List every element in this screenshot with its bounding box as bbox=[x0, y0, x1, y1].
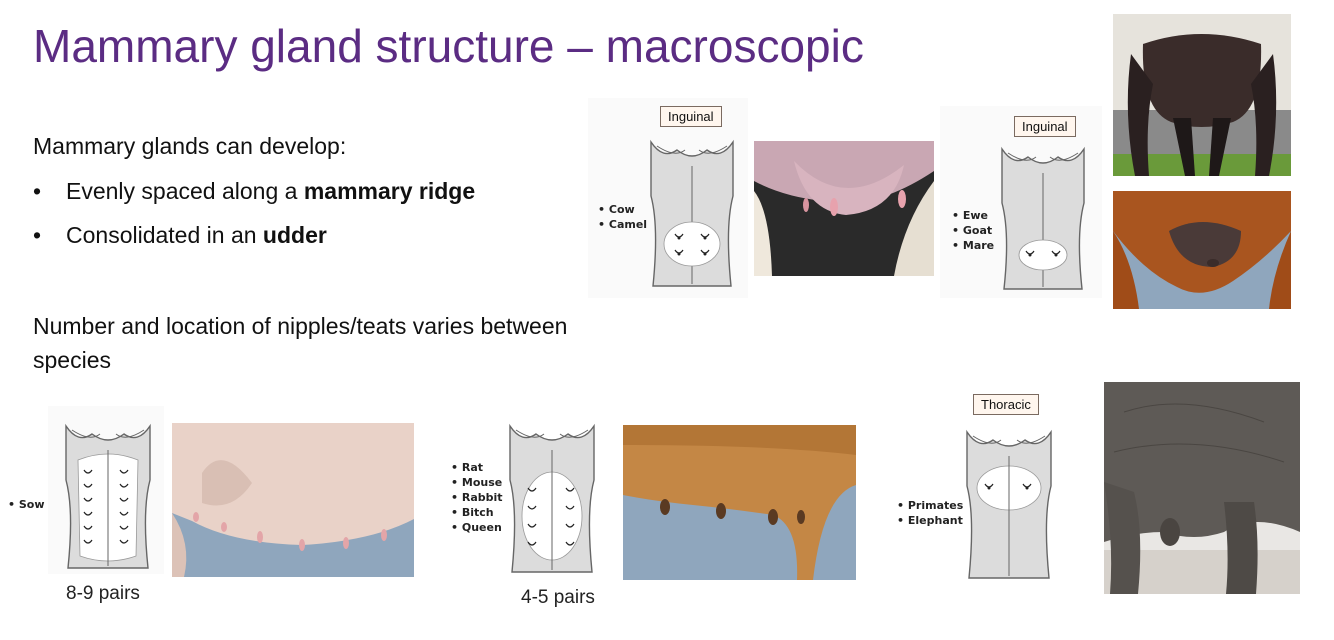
species-item: Primates bbox=[897, 498, 963, 513]
cow-camel-species-list: Cow Camel bbox=[598, 202, 647, 232]
sow-pairs-label: 8-9 pairs bbox=[66, 583, 140, 604]
sow-species-list: Sow bbox=[8, 497, 45, 512]
species-item: Camel bbox=[598, 217, 647, 232]
elephant-teat-photo bbox=[1104, 382, 1300, 594]
bullet-dot: • bbox=[33, 222, 42, 248]
ewe-goat-mare-species-list: Ewe Goat Mare bbox=[952, 208, 994, 253]
species-item: Rabbit bbox=[451, 490, 503, 505]
sow-teats-photo bbox=[172, 423, 414, 577]
slide-title: Mammary gland structure – macroscopic bbox=[33, 20, 864, 72]
bullet-dot: • bbox=[33, 178, 42, 204]
species-variation-text: Number and location of nipples/teats var… bbox=[33, 313, 568, 373]
species-item: Mouse bbox=[451, 475, 503, 490]
species-item: Sow bbox=[8, 497, 45, 512]
bullet-bold-text: udder bbox=[262, 222, 327, 248]
rat-group-pairs-label: 4-5 pairs bbox=[521, 587, 595, 608]
sheep-udder-photo bbox=[1113, 14, 1291, 176]
thoracic-label-box: Thoracic bbox=[973, 394, 1039, 415]
species-item: Cow bbox=[598, 202, 647, 217]
rat-group-species-list: Rat Mouse Rabbit Bitch Queen bbox=[451, 460, 503, 535]
bullet-udder: • Consolidated in an udder bbox=[33, 222, 327, 249]
bullet-text: Consolidated in an bbox=[66, 222, 263, 248]
inguinal-label-box: Inguinal bbox=[660, 106, 722, 127]
species-item: Elephant bbox=[897, 513, 963, 528]
bullet-text: Evenly spaced along a bbox=[66, 178, 304, 204]
cow-udder-photo bbox=[754, 141, 934, 276]
species-item: Ewe bbox=[952, 208, 994, 223]
torso-diagram-inguinal bbox=[650, 139, 734, 287]
intro-text: Mammary glands can develop: bbox=[33, 133, 347, 159]
horse-udder-photo bbox=[1113, 191, 1291, 309]
bitch-teats-photo bbox=[623, 425, 856, 580]
torso-diagram-mammary-ridge bbox=[65, 423, 151, 569]
species-item: Rat bbox=[451, 460, 503, 475]
torso-diagram-abdominal bbox=[509, 423, 595, 573]
primates-species-list: Primates Elephant bbox=[897, 498, 963, 528]
species-item: Mare bbox=[952, 238, 994, 253]
inguinal-label-box: Inguinal bbox=[1014, 116, 1076, 137]
bullet-mammary-ridge: • Evenly spaced along a mammary ridge bbox=[33, 178, 475, 205]
torso-diagram-thoracic bbox=[966, 429, 1052, 579]
species-item: Goat bbox=[952, 223, 994, 238]
species-item: Queen bbox=[451, 520, 503, 535]
bullet-bold-text: mammary ridge bbox=[303, 178, 476, 204]
species-item: Bitch bbox=[451, 505, 503, 520]
torso-diagram-inguinal-two-teats bbox=[1001, 146, 1085, 290]
